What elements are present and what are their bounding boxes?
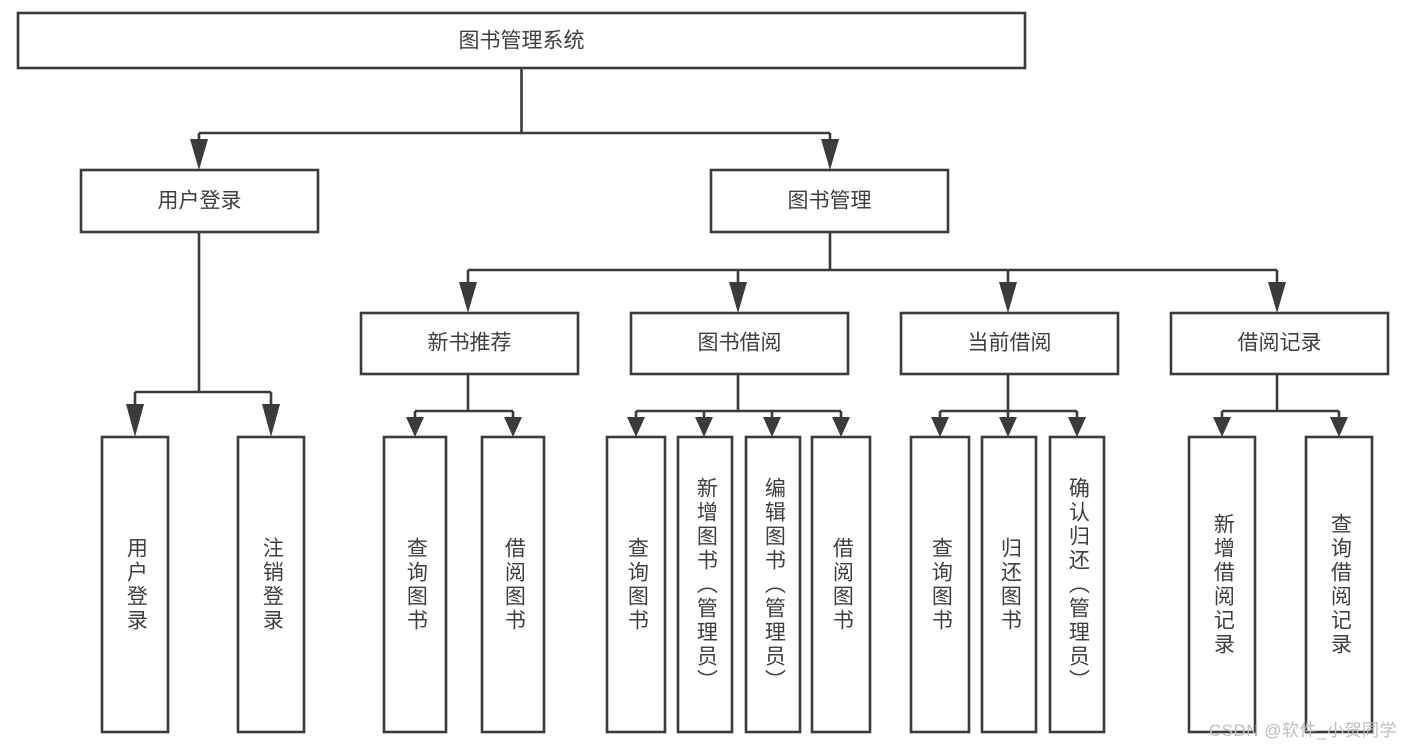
node-current-borrow-label: 当前借阅 [968, 332, 1052, 355]
node-book-borrow-box[interactable] [629, 311, 850, 376]
arrow-leaf-confirm-return [1068, 417, 1086, 437]
leaf-box-user-login[interactable] [100, 435, 170, 734]
node-book-manage-box[interactable] [709, 168, 950, 234]
leaf-box-borrow-book-1[interactable] [480, 435, 546, 734]
arrow-leaf-borrow-book-2 [832, 417, 850, 437]
leaf-box-add-record[interactable] [1187, 435, 1257, 734]
leaf-box-return-book[interactable] [980, 435, 1038, 734]
leaf-box-logout[interactable] [236, 435, 306, 734]
leaf-label-query-book-2: 查询图书 [625, 536, 649, 633]
arrow-leaf-query-record [1330, 417, 1348, 437]
leaf-box-edit-book[interactable] [744, 435, 802, 734]
leaf-label-user-login: 用户登录 [124, 536, 148, 633]
arrow-leaf-query-book-1 [406, 417, 424, 437]
leaf-box-query-book-3[interactable] [909, 435, 971, 734]
arrow-leaf-borrow-book-1 [504, 417, 522, 437]
arrow-leaf-return-book [999, 417, 1017, 437]
leaf-box-query-record[interactable] [1304, 435, 1374, 734]
arrow-leaf-edit-book [763, 417, 781, 437]
node-book-borrow-label: 图书借阅 [698, 332, 782, 355]
node-user-login-label: 用户登录 [158, 190, 242, 213]
leaf-box-borrow-book-2[interactable] [810, 435, 872, 734]
node-root-box[interactable] [16, 11, 1027, 70]
node-layer: 图书管理系统 用户登录 图书管理 新书推荐 图书借阅 当前借阅 借阅记录 [16, 11, 1390, 734]
arrow-leaf-add-record [1213, 417, 1231, 437]
node-book-manage-label: 图书管理 [788, 190, 872, 213]
arrow-to-book-borrow [729, 282, 747, 313]
arrow-leaf-logout [262, 404, 280, 437]
arrow-to-current-borrow [999, 282, 1017, 313]
connector-layer [126, 68, 1348, 437]
leaf-label-borrow-book-2: 借阅图书 [830, 536, 854, 633]
leaf-label-add-book: 新增图书（管理员） [694, 476, 718, 693]
leaf-label-return-book: 归还图书 [998, 536, 1022, 633]
arrow-leaf-add-book [695, 417, 713, 437]
node-borrow-record-box[interactable] [1169, 311, 1390, 376]
leaf-label-edit-book: 编辑图书（管理员） [762, 476, 786, 693]
leaf-box-confirm-return[interactable] [1048, 435, 1106, 734]
arrow-to-user-login [190, 139, 208, 170]
leaf-label-query-book-3: 查询图书 [929, 536, 953, 633]
arrow-to-new-book-rec [459, 282, 477, 313]
leaf-label-add-record: 新增借阅记录 [1211, 512, 1235, 657]
arrow-leaf-user-login [126, 404, 144, 437]
arrow-leaf-query-book-2 [627, 417, 645, 437]
node-root-label: 图书管理系统 [459, 30, 585, 53]
leaf-label-query-record: 查询借阅记录 [1328, 512, 1352, 657]
node-borrow-record-label: 借阅记录 [1238, 332, 1322, 355]
leaf-label-logout: 注销登录 [260, 536, 284, 633]
node-current-borrow-box[interactable] [899, 311, 1120, 376]
leaf-label-borrow-book-1: 借阅图书 [502, 536, 526, 633]
leaf-box-add-book[interactable] [676, 435, 734, 734]
leaf-label-query-book-1: 查询图书 [404, 536, 428, 633]
node-new-book-rec-box[interactable] [359, 311, 580, 376]
arrow-to-borrow-record [1268, 282, 1286, 313]
leaf-box-query-book-2[interactable] [605, 435, 667, 734]
node-user-login-box[interactable] [79, 168, 320, 234]
arrow-leaf-query-book-3 [931, 417, 949, 437]
arrow-to-book-manage [821, 139, 839, 170]
leaf-label-confirm-return: 确认归还（管理员） [1066, 476, 1090, 693]
node-new-book-rec-label: 新书推荐 [428, 332, 512, 355]
leaf-box-query-book-1[interactable] [382, 435, 448, 734]
